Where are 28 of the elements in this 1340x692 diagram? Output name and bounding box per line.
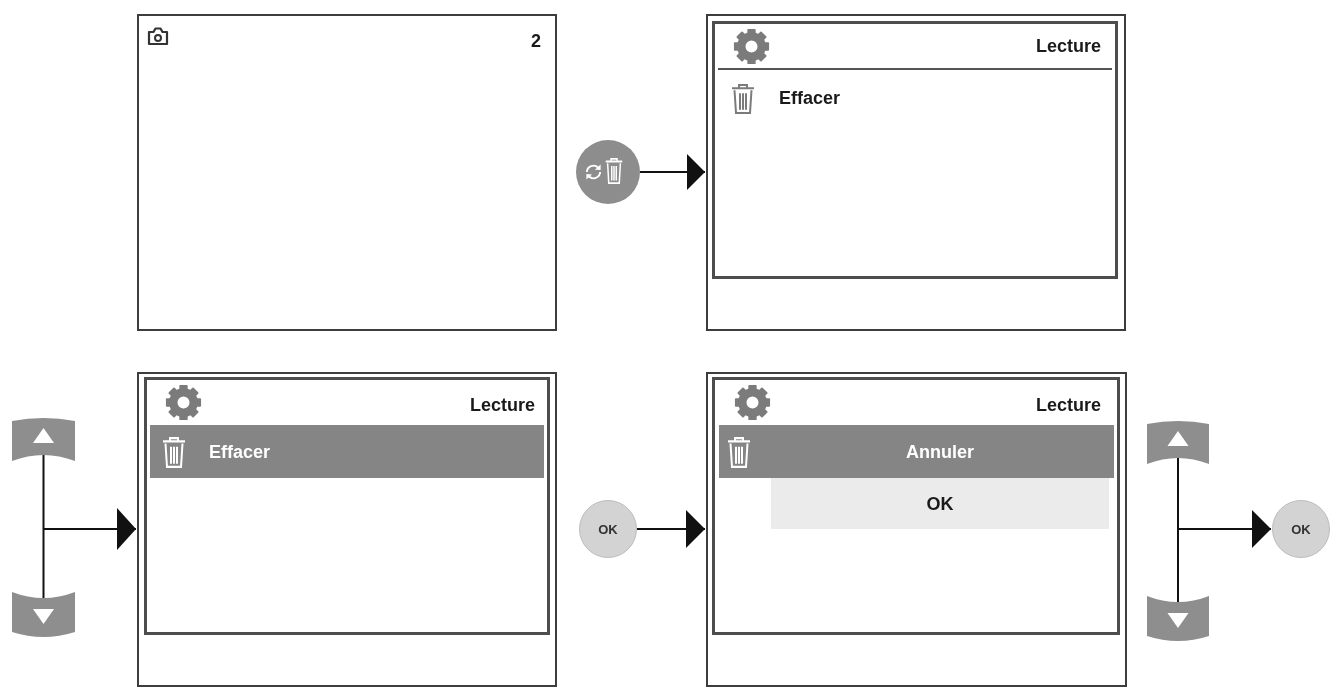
screen-frame (137, 372, 557, 687)
arrow (636, 510, 706, 548)
screen-frame (137, 14, 557, 331)
menu-item-label: OK (926, 494, 954, 515)
photo-counter: 2 (531, 31, 541, 52)
menu-title: Lecture (469, 395, 535, 416)
arrow (42, 454, 137, 599)
menu-panel (144, 377, 550, 635)
menu-panel (712, 377, 1120, 635)
ok-button: OK (579, 500, 637, 558)
screen-frame (706, 372, 1127, 687)
menu-panel (712, 21, 1118, 279)
menu-item-label: Annuler (906, 442, 974, 463)
up-button (1147, 420, 1209, 464)
down-button (1147, 596, 1209, 641)
selected-menu-row (719, 425, 1114, 478)
down-button (12, 592, 75, 637)
screen-frame (706, 14, 1126, 331)
menu-item-label: Effacer (779, 88, 841, 109)
menu-option-row (771, 478, 1109, 529)
menu-item-label: Effacer (209, 442, 271, 463)
arrow (1177, 457, 1272, 603)
selected-menu-row (150, 425, 544, 478)
arrow (639, 154, 706, 190)
menu-title: Lecture (1035, 36, 1101, 57)
menu-title: Lecture (1035, 395, 1101, 416)
up-button (12, 417, 75, 461)
ok-button: OK (1272, 500, 1330, 558)
